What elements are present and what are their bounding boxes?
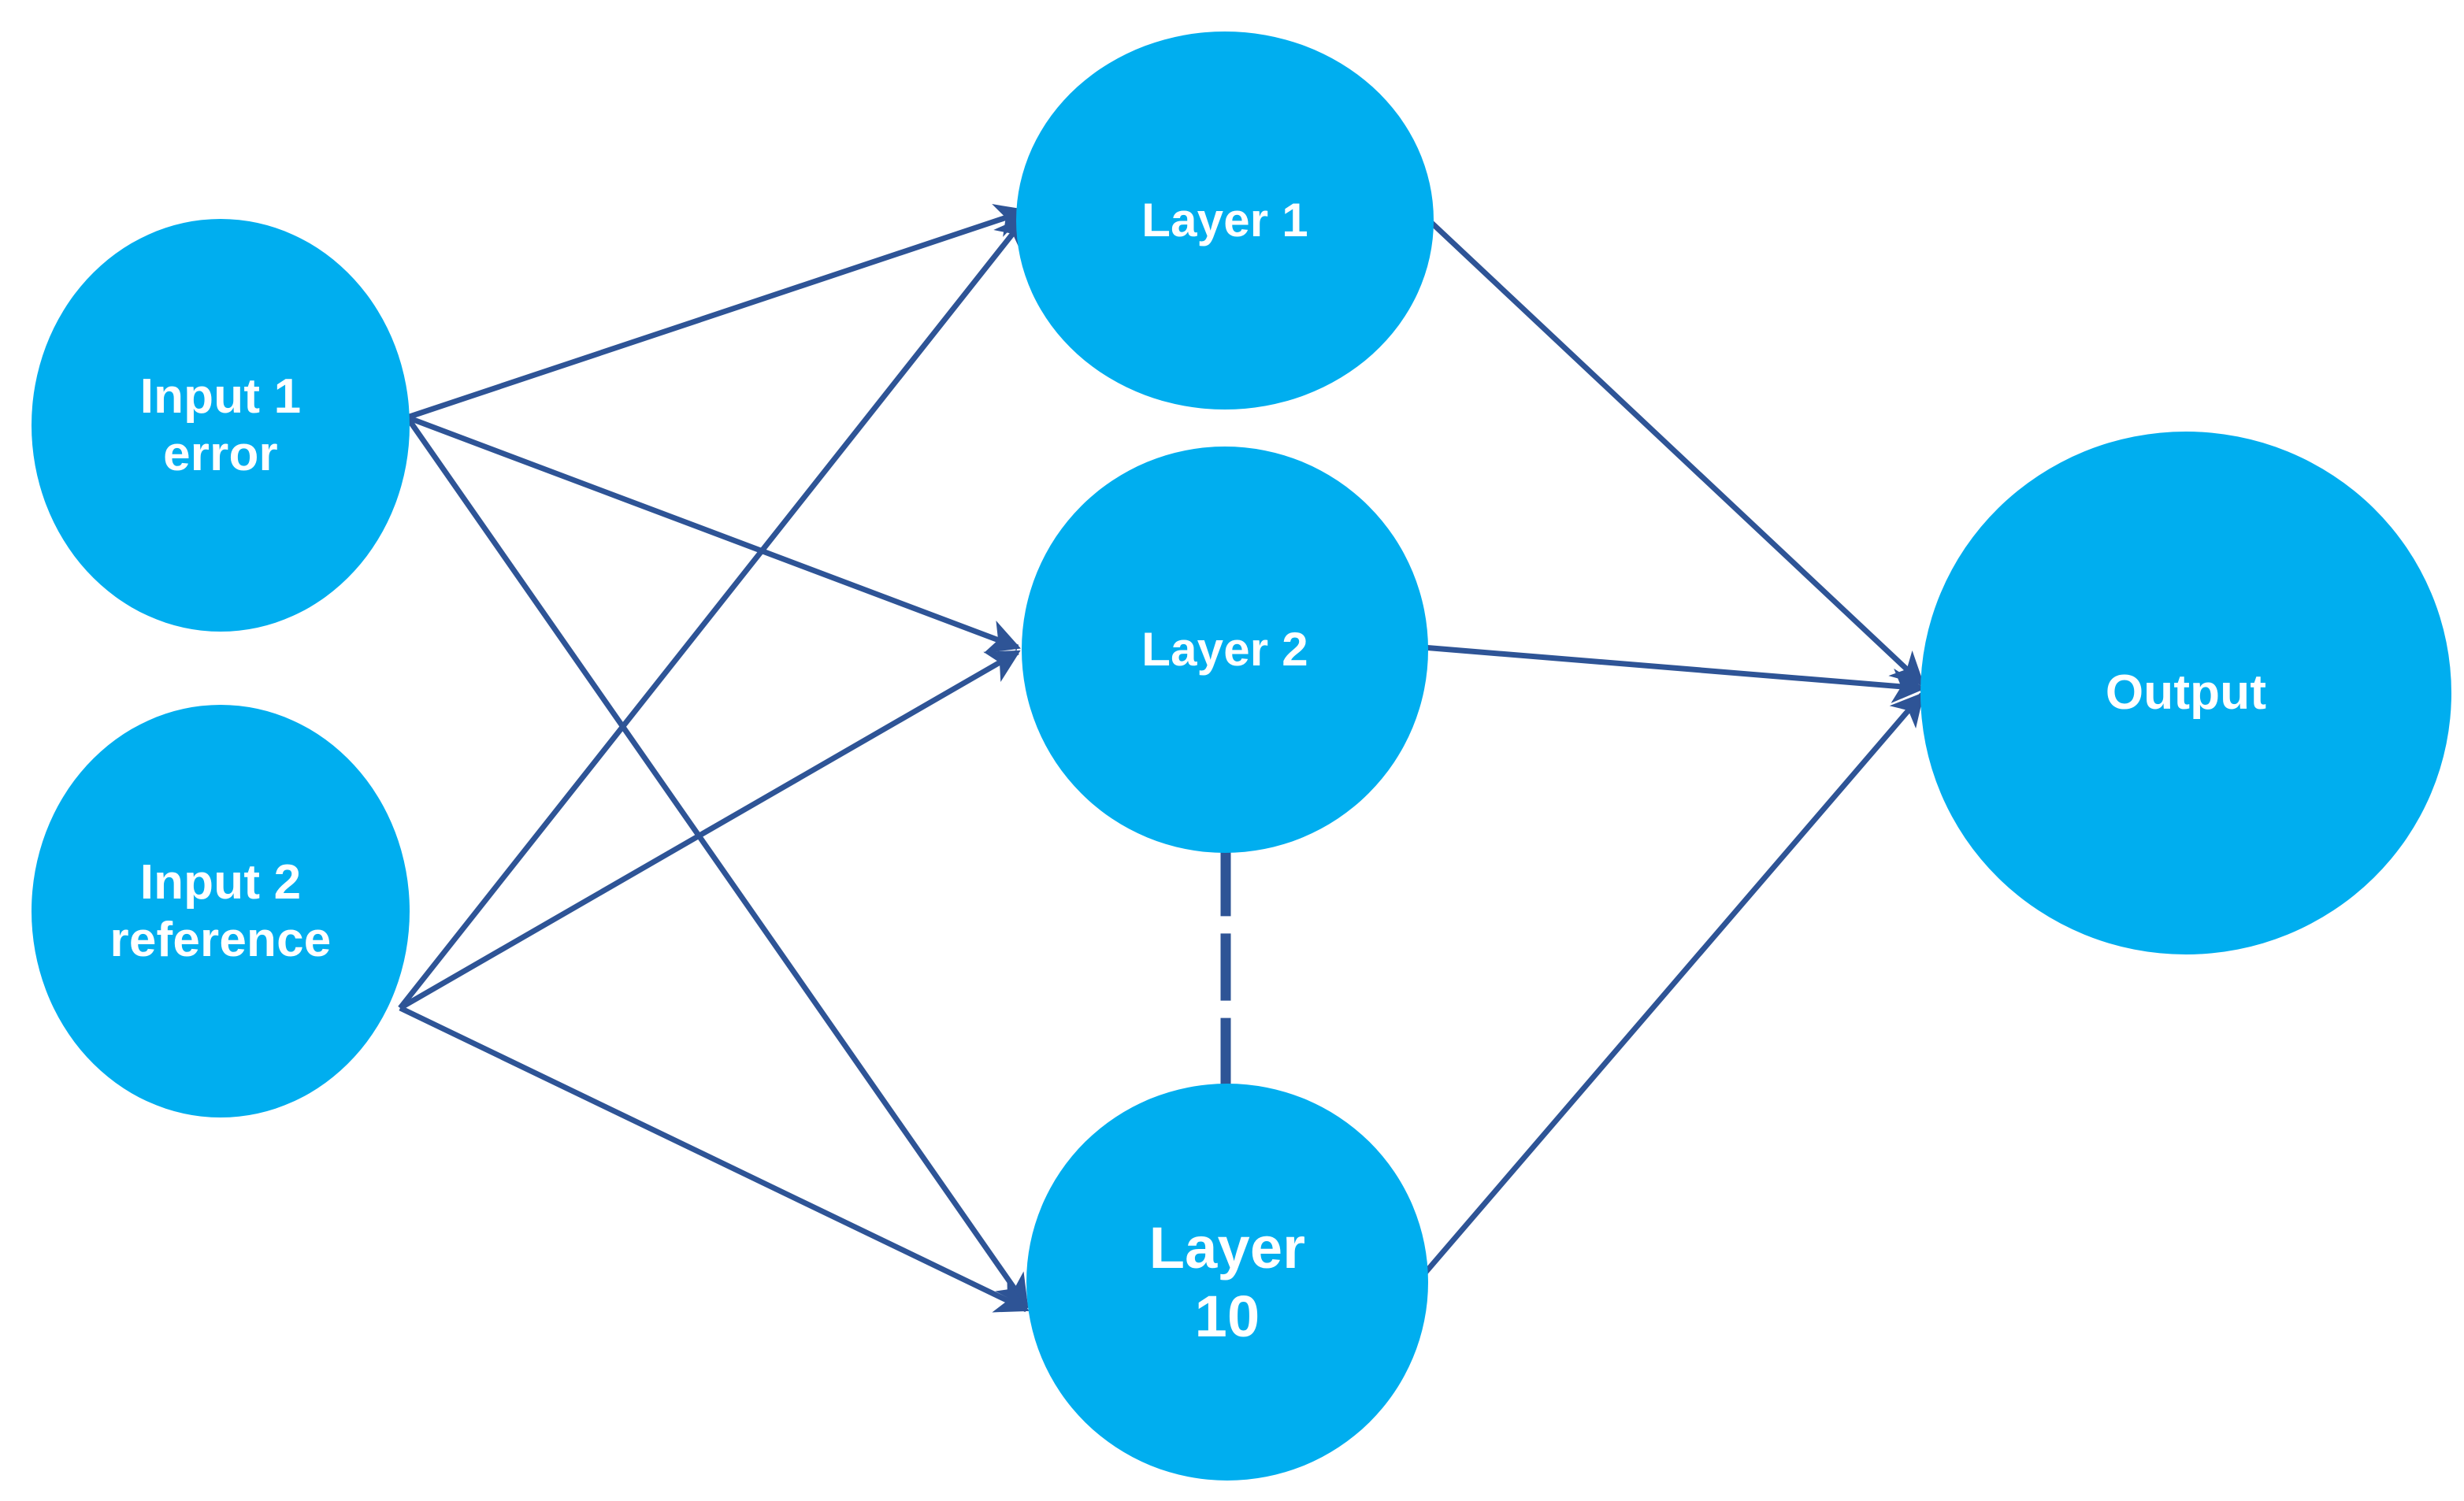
node-circle-layer10[interactable] <box>1026 1084 1428 1481</box>
edges-group <box>398 204 1926 1313</box>
edge-input1-to-layer10 <box>405 415 1029 1309</box>
edge-input2-to-layer2 <box>399 649 1021 1011</box>
edge-input1-to-layer1 <box>406 204 1029 421</box>
node-circle-layer1[interactable] <box>1016 32 1434 410</box>
edge-input1-to-layer2 <box>406 414 1021 654</box>
nodes-group <box>32 32 2451 1481</box>
edge-layer1-to-output <box>1423 215 1925 686</box>
node-circle-input1[interactable] <box>32 219 410 632</box>
edge-input2-to-layer10 <box>399 1005 1030 1313</box>
node-circle-output[interactable] <box>1920 432 2451 954</box>
node-circle-layer2[interactable] <box>1022 447 1428 853</box>
edge-input2-to-layer1 <box>398 214 1028 1010</box>
edge-layer10-to-output <box>1420 691 1924 1278</box>
node-circle-input2[interactable] <box>32 705 410 1117</box>
edge-layer2-to-output <box>1422 644 1926 703</box>
